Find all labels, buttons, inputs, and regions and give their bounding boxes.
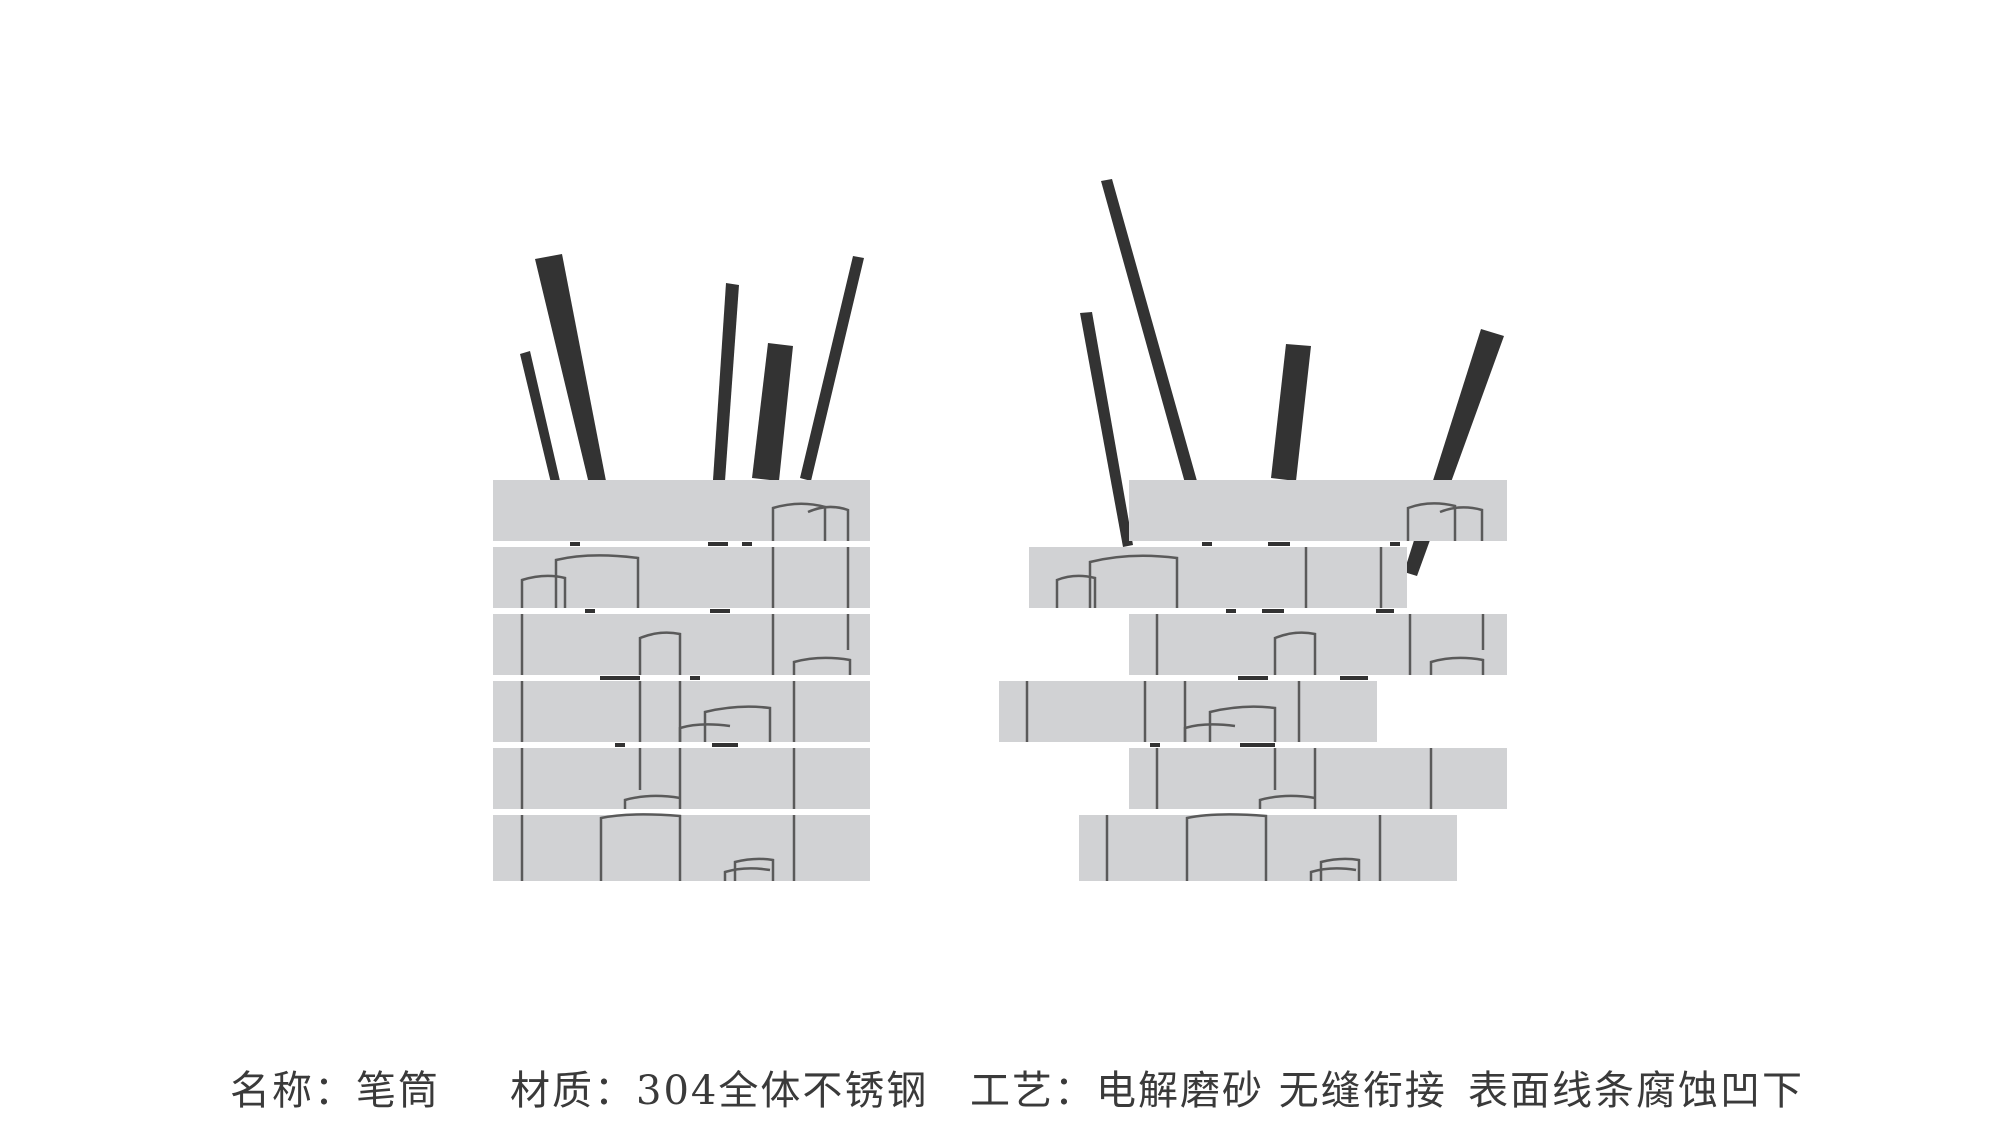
block-row-3 bbox=[1129, 614, 1507, 675]
material-label: 材质：304全体不锈钢 bbox=[510, 1068, 929, 1114]
pen bbox=[1271, 344, 1311, 481]
etched-line bbox=[520, 574, 567, 608]
etched-line bbox=[723, 867, 771, 881]
etched-line bbox=[554, 554, 640, 608]
etched-line bbox=[678, 723, 731, 742]
pen-holder-aligned bbox=[493, 254, 870, 881]
etched-lines-right bbox=[1025, 502, 1485, 881]
block-row-6 bbox=[1079, 815, 1457, 881]
etched-line bbox=[1088, 554, 1179, 608]
etched-line bbox=[1183, 723, 1236, 742]
etched-line bbox=[1258, 794, 1316, 809]
pen bbox=[535, 254, 606, 484]
etched-line bbox=[703, 705, 772, 742]
gap-marks-right bbox=[1150, 542, 1400, 747]
etched-line bbox=[1055, 574, 1097, 608]
pen bbox=[520, 351, 560, 483]
block-row-3 bbox=[493, 614, 870, 675]
pen bbox=[1080, 312, 1133, 547]
blocks-left bbox=[493, 480, 870, 881]
block-row-4 bbox=[999, 681, 1377, 742]
name-label: 名称：笔筒 bbox=[230, 1068, 440, 1114]
pen bbox=[1101, 179, 1197, 483]
product-caption: 名称：笔筒 材质：304全体不锈钢 工艺：电解磨砂 无缝衔接 表面线条腐蚀凹下 bbox=[0, 1058, 2001, 1118]
blocks-right bbox=[999, 480, 1507, 881]
etched-line bbox=[638, 631, 682, 675]
pen-holder-staggered bbox=[999, 179, 1507, 881]
etched-line bbox=[1439, 506, 1484, 541]
pens-left bbox=[520, 254, 864, 484]
block-row-1 bbox=[493, 480, 870, 541]
etched-line bbox=[1185, 813, 1268, 881]
pen bbox=[713, 283, 739, 481]
etched-line bbox=[807, 505, 850, 541]
block-row-6 bbox=[493, 815, 870, 881]
pen bbox=[800, 256, 864, 481]
etched-line bbox=[1309, 867, 1357, 881]
etched-line bbox=[1273, 631, 1317, 675]
surface-label: 表面线条腐蚀凹下 bbox=[1468, 1068, 1804, 1114]
etched-line bbox=[792, 656, 852, 675]
block-row-5 bbox=[493, 748, 870, 809]
etched-lines-left bbox=[520, 502, 852, 881]
craft-label: 工艺：电解磨砂 无缝衔接 bbox=[970, 1068, 1447, 1114]
etched-line bbox=[1319, 857, 1361, 881]
pen bbox=[752, 343, 793, 481]
etched-line bbox=[1208, 705, 1277, 742]
etched-line bbox=[1406, 502, 1457, 541]
block-row-5 bbox=[1129, 748, 1507, 809]
etched-line bbox=[599, 813, 682, 881]
block-row-2 bbox=[493, 547, 870, 608]
etched-line bbox=[1429, 656, 1485, 675]
etched-line bbox=[623, 794, 681, 809]
block-row-1 bbox=[1129, 480, 1507, 541]
block-row-4 bbox=[493, 681, 870, 742]
etched-line bbox=[733, 857, 775, 881]
gap-marks-left bbox=[570, 542, 752, 747]
